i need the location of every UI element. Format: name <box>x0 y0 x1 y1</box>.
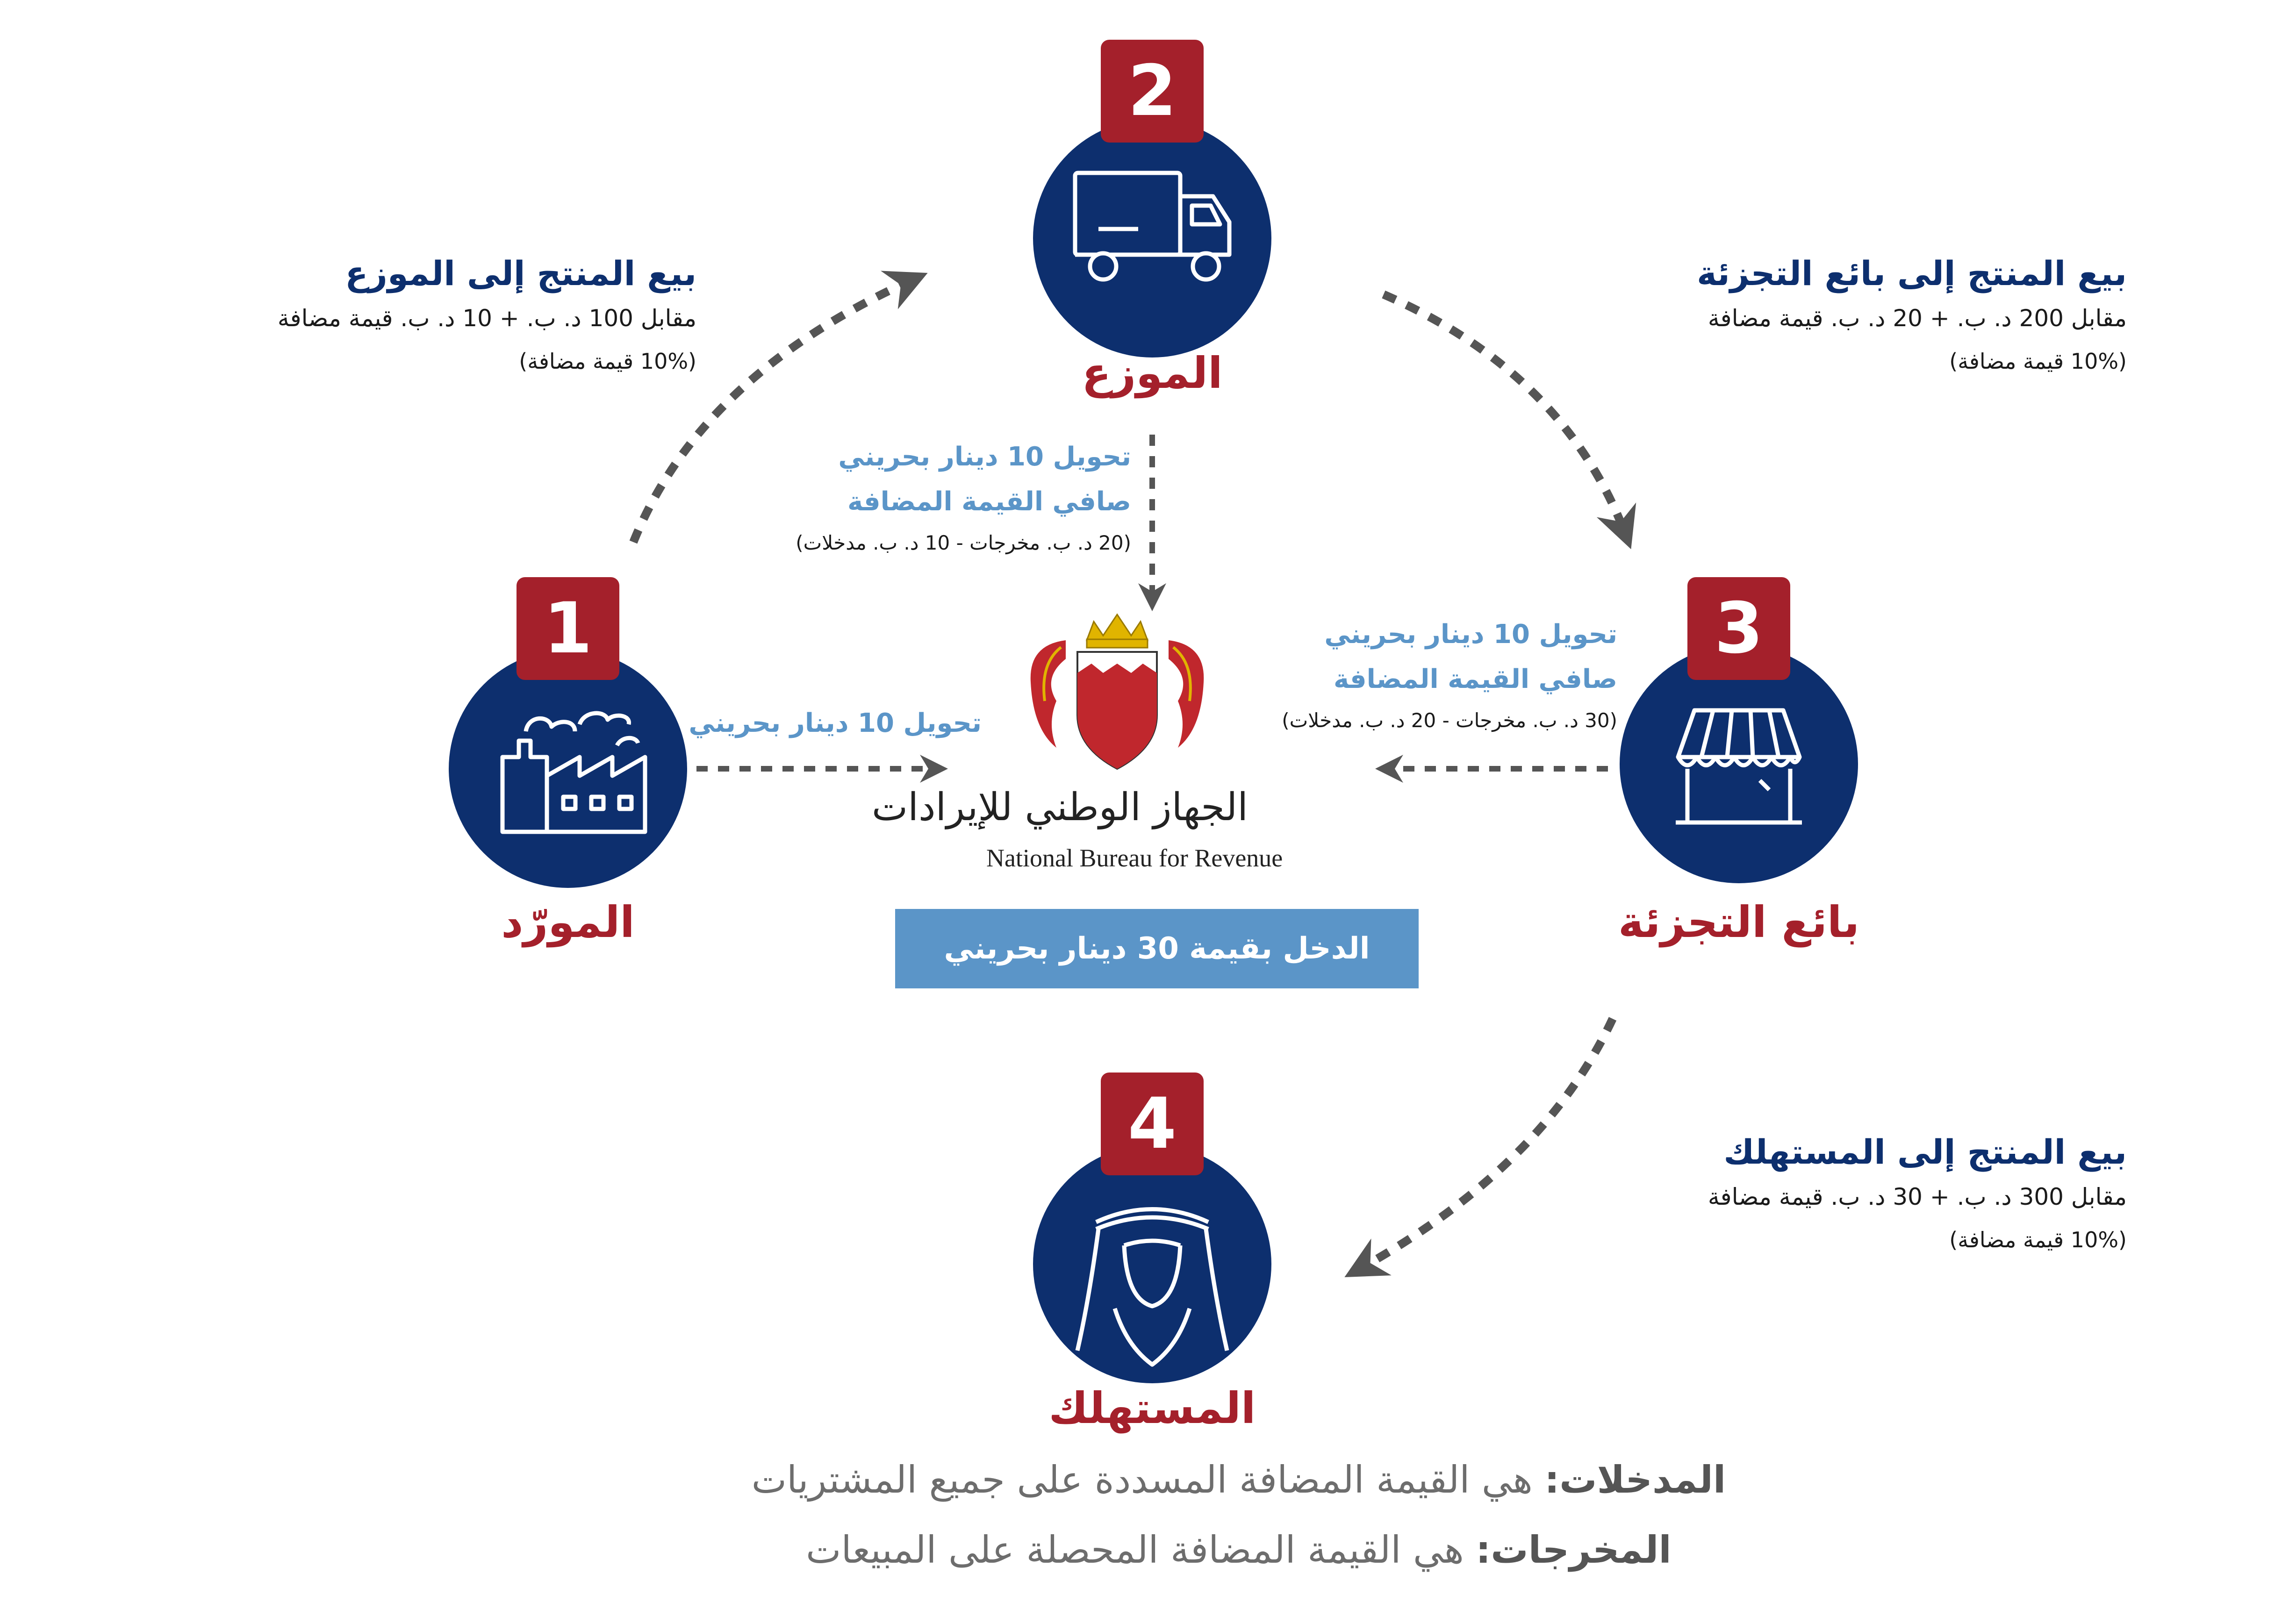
retailer-label: بائع التجزئة <box>1618 897 1860 947</box>
factory-icon <box>500 711 647 834</box>
transfer-net-vat: صافي القيمة المضافة <box>1334 664 1617 694</box>
inputs-term: المدخلات: <box>1544 1458 1726 1502</box>
transfer-amount: تحويل 10 دينار بحريني <box>838 442 1131 472</box>
sale-title: بيع المنتج إلى المستهلك <box>1723 1132 2127 1172</box>
arrow-distributor-to-retailer <box>1382 290 1636 550</box>
supplier-number-badge: 1 <box>517 577 619 680</box>
supplier-label: المورّد <box>501 897 635 947</box>
arrow-supplier-to-distributor <box>629 271 928 544</box>
supplier-circle <box>449 650 687 888</box>
retailer-number-badge: 3 <box>1687 577 1790 680</box>
transfer-calculation: (20 د. ب. مخرجات - 10 د. ب. مدخلات) <box>796 531 1131 554</box>
sale-amount: مقابل 200 د. ب. + 20 د. ب. قيمة مضافة <box>1708 305 2127 332</box>
bahrain-emblem-icon <box>1030 613 1204 770</box>
sale-vat-rate: (10% قيمة مضافة) <box>1949 349 2127 374</box>
logo-arabic-name: الجهاز الوطني للإيرادات <box>872 785 1248 829</box>
national-bureau-logo: الجهاز الوطني للإيرادات National Bureau … <box>872 608 1283 888</box>
logo-english-name: National Bureau for Revenue <box>986 844 1283 872</box>
outputs-definition: المخرجات: هي القيمة المضافة المحصلة على … <box>491 1528 1987 1572</box>
sale-to-distributor: بيع المنتج إلى الموزع مقابل 100 د. ب. + … <box>140 250 696 383</box>
sale-title: بيع المنتج إلى الموزع <box>345 254 696 293</box>
transfer-amount: تحويل 10 دينار بحريني <box>689 708 982 738</box>
transfer-supplier: تحويل 10 دينار بحريني <box>654 701 982 746</box>
transfer-amount: تحويل 10 دينار بحريني <box>1324 619 1617 650</box>
transfer-distributor: تحويل 10 دينار بحريني صافي القيمة المضاف… <box>701 435 1131 562</box>
distributor-number-badge: 2 <box>1101 40 1204 143</box>
income-box: الدخل بقيمة 30 دينار بحريني <box>895 909 1419 988</box>
sale-amount: مقابل 100 د. ب. + 10 د. ب. قيمة مضافة <box>277 305 696 332</box>
transfer-calculation: (30 د. ب. مخرجات - 20 د. ب. مدخلات) <box>1282 709 1617 732</box>
person-icon <box>1075 1207 1229 1367</box>
transfer-retailer: تحويل 10 دينار بحريني صافي القيمة المضاف… <box>1187 612 1617 739</box>
outputs-term: المخرجات: <box>1476 1528 1672 1572</box>
consumer-label: المستهلك <box>1048 1383 1256 1433</box>
sale-to-retailer: بيع المنتج إلى بائع التجزئة مقابل 200 د.… <box>1543 250 2127 383</box>
transfer-net-vat: صافي القيمة المضافة <box>847 486 1131 517</box>
outputs-text: هي القيمة المضافة المحصلة على المبيعات <box>806 1528 1476 1572</box>
sale-title: بيع المنتج إلى بائع التجزئة <box>1697 254 2127 293</box>
arrow-retailer-to-consumer <box>1344 1017 1617 1278</box>
distributor-label: الموزع <box>1082 348 1223 398</box>
inputs-definition: المدخلات: هي القيمة المضافة المسددة على … <box>491 1458 1987 1502</box>
shop-icon <box>1676 708 1802 825</box>
consumer-number-badge: 4 <box>1101 1073 1204 1175</box>
sale-to-consumer: بيع المنتج إلى المستهلك مقابل 300 د. ب. … <box>1543 1129 2127 1261</box>
inputs-text: هي القيمة المضافة المسددة على جميع المشت… <box>751 1458 1545 1502</box>
sale-vat-rate: (10% قيمة مضافة) <box>519 349 696 374</box>
sale-vat-rate: (10% قيمة مضافة) <box>1949 1227 2127 1252</box>
sale-amount: مقابل 300 د. ب. + 30 د. ب. قيمة مضافة <box>1708 1183 2127 1210</box>
retailer-circle <box>1620 645 1858 883</box>
consumer-circle <box>1033 1145 1271 1383</box>
distributor-circle <box>1033 119 1271 358</box>
truck-icon <box>1073 171 1232 282</box>
